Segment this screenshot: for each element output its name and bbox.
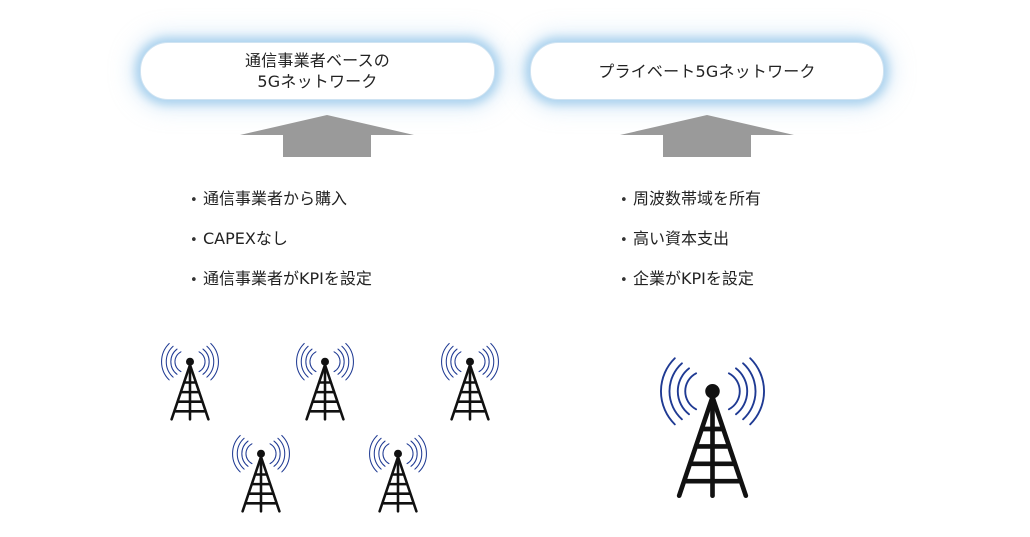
bullet-item: 企業がKPIを設定 — [620, 270, 761, 310]
bullet-item: 通信事業者がKPIを設定 — [190, 270, 372, 310]
antenna-tower-icon — [295, 342, 355, 421]
carrier-network-title-line1: 通信事業者ベースの — [244, 51, 390, 70]
carrier-network-title-line2: 5Gネットワーク — [257, 72, 378, 91]
bullet-item: 通信事業者から購入 — [190, 190, 372, 230]
private-network-title-box: プライベート5Gネットワーク — [530, 42, 884, 100]
antenna-tower-icon — [640, 353, 785, 505]
antenna-tower-icon — [231, 434, 291, 513]
up-arrow-icon — [240, 115, 414, 157]
carrier-network-title-box: 通信事業者ベースの 5Gネットワーク — [140, 42, 495, 100]
bullet-item: 高い資本支出 — [620, 230, 761, 270]
antenna-tower-icon — [160, 342, 220, 421]
up-arrow-icon — [620, 115, 794, 157]
carrier-network-features: 通信事業者から購入 CAPEXなし 通信事業者がKPIを設定 — [190, 190, 372, 310]
private-network-features: 周波数帯域を所有 高い資本支出 企業がKPIを設定 — [620, 190, 761, 310]
bullet-item: CAPEXなし — [190, 230, 372, 270]
private-network-title: プライベート5Gネットワーク — [598, 61, 816, 81]
antenna-tower-icon — [368, 434, 428, 513]
bullet-item: 周波数帯域を所有 — [620, 190, 761, 230]
antenna-tower-icon — [440, 342, 500, 421]
